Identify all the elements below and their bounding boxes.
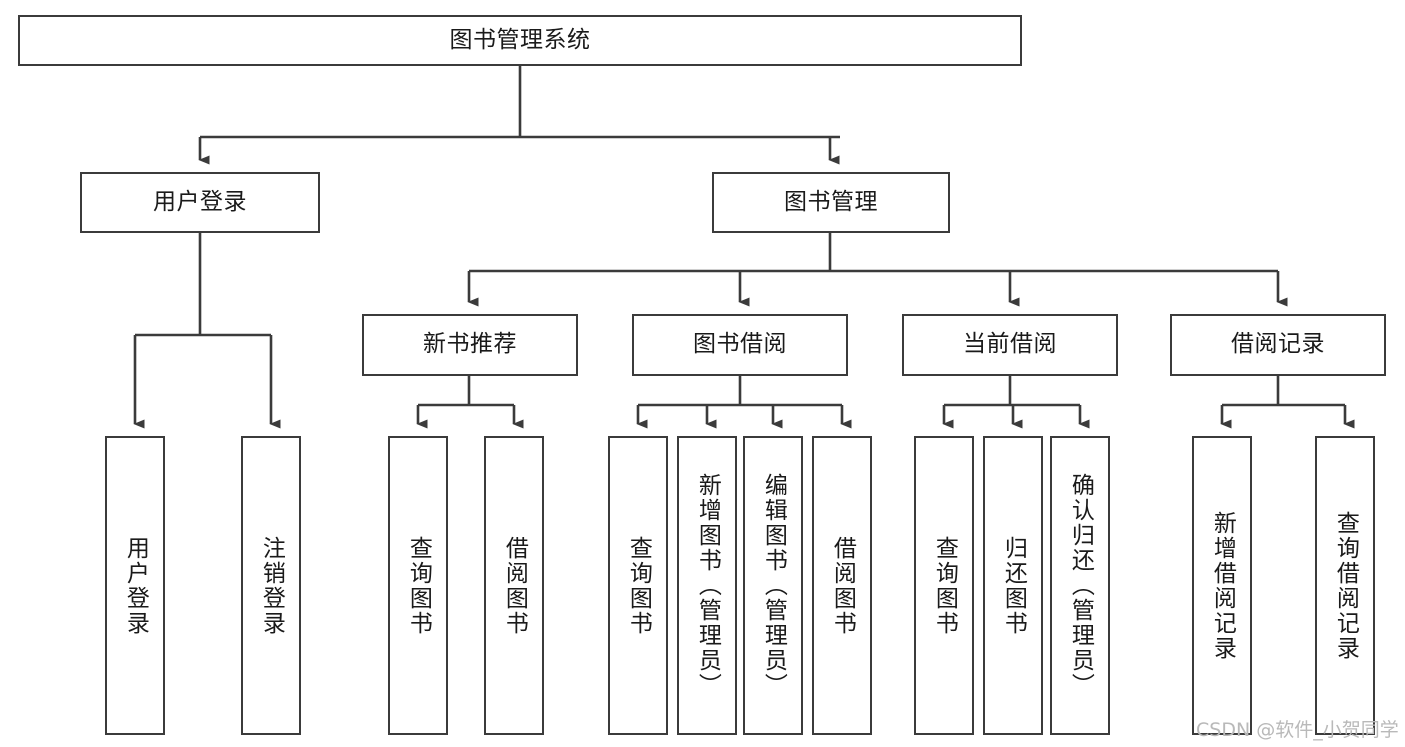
leaf-confirm-return-admin[interactable]: 确认归还（管理员） <box>1050 436 1110 735</box>
node-label: 借阅记录 <box>1231 331 1325 358</box>
leaf-borrow-book[interactable]: 借阅图书 <box>812 436 872 735</box>
node-label: 新增借阅记录 <box>1209 510 1236 661</box>
leaf-add-book-admin[interactable]: 新增图书（管理员） <box>677 436 737 735</box>
node-label: 归还图书 <box>1000 535 1027 636</box>
node-label: 查询图书 <box>405 535 432 636</box>
leaf-query-book-borrow[interactable]: 查询图书 <box>608 436 668 735</box>
node-label: 借阅图书 <box>501 535 528 636</box>
node-label: 新增图书（管理员） <box>694 473 721 698</box>
node-label: 图书管理 <box>784 188 878 215</box>
leaf-borrow-book-new[interactable]: 借阅图书 <box>484 436 544 735</box>
node-book-management[interactable]: 图书管理 <box>712 172 950 233</box>
leaf-return-book[interactable]: 归还图书 <box>983 436 1043 735</box>
node-label: 注销登录 <box>258 535 285 636</box>
node-label: 编辑图书（管理员） <box>760 473 787 698</box>
leaf-add-borrow-record[interactable]: 新增借阅记录 <box>1192 436 1252 735</box>
node-label: 当前借阅 <box>963 331 1057 358</box>
node-label: 查询图书 <box>931 535 958 636</box>
node-new-book-recommend[interactable]: 新书推荐 <box>362 314 578 376</box>
node-current-borrow[interactable]: 当前借阅 <box>902 314 1118 376</box>
node-root-library-system[interactable]: 图书管理系统 <box>18 15 1022 66</box>
node-label: 确认归还（管理员） <box>1067 473 1094 698</box>
node-label: 图书管理系统 <box>449 26 591 53</box>
node-user-login[interactable]: 用户登录 <box>80 172 320 233</box>
leaf-edit-book-admin[interactable]: 编辑图书（管理员） <box>743 436 803 735</box>
node-book-borrow[interactable]: 图书借阅 <box>632 314 848 376</box>
leaf-query-borrow-record[interactable]: 查询借阅记录 <box>1315 436 1375 735</box>
node-label: 查询借阅记录 <box>1332 510 1359 661</box>
leaf-query-book-current[interactable]: 查询图书 <box>914 436 974 735</box>
leaf-logout[interactable]: 注销登录 <box>241 436 301 735</box>
node-label: 查询图书 <box>625 535 652 636</box>
node-borrow-records[interactable]: 借阅记录 <box>1170 314 1386 376</box>
node-label: 用户登录 <box>122 535 149 636</box>
csdn-watermark: CSDN @软件_小贺同学 <box>1196 719 1399 741</box>
leaf-query-book-new[interactable]: 查询图书 <box>388 436 448 735</box>
node-label: 借阅图书 <box>829 535 856 636</box>
node-label: 图书借阅 <box>693 331 787 358</box>
node-label: 新书推荐 <box>423 331 517 358</box>
node-label: 用户登录 <box>153 188 247 215</box>
leaf-user-login[interactable]: 用户登录 <box>105 436 165 735</box>
